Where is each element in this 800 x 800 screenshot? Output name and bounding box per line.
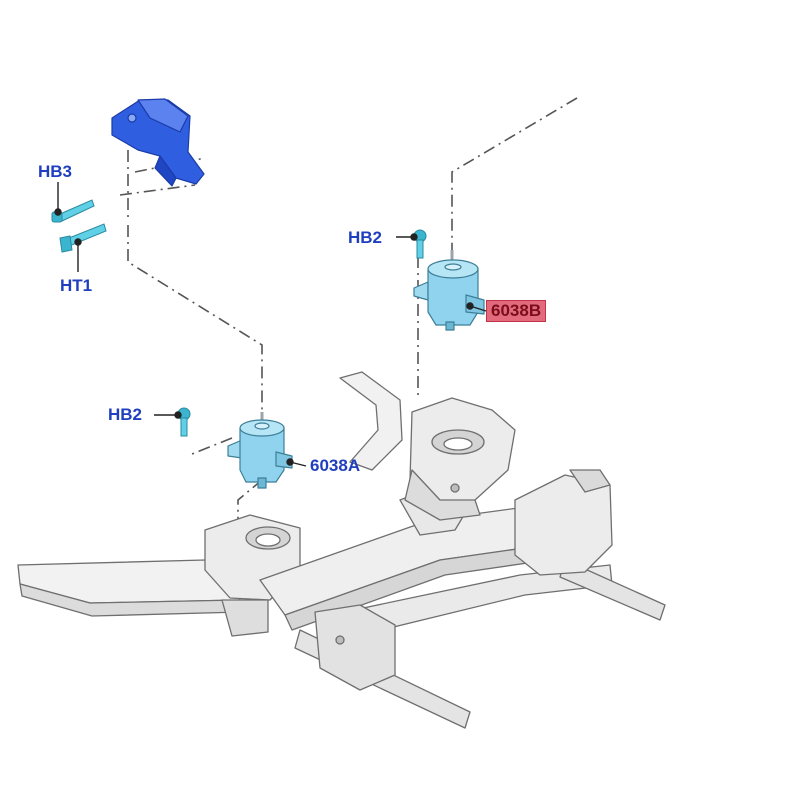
callout-ht1: HT1	[60, 276, 93, 295]
engine-mount-6038b	[413, 250, 485, 331]
callout-hb2-lower: HB2	[108, 405, 143, 424]
engine-mount-6038a	[227, 412, 293, 489]
bolt-hb3	[51, 199, 95, 223]
callout-6038b-highlighted: 6038B	[486, 300, 547, 322]
transmission-bracket	[111, 98, 205, 187]
bolt-ht1	[59, 223, 107, 253]
callout-6038a: 6038A	[310, 456, 361, 475]
leader-lines	[54, 182, 487, 467]
callout-hb2-upper: HB2	[348, 228, 383, 247]
callout-hb3: HB3	[38, 162, 73, 181]
subframe-mount-holes	[245, 429, 485, 645]
front-subframe	[17, 371, 666, 729]
